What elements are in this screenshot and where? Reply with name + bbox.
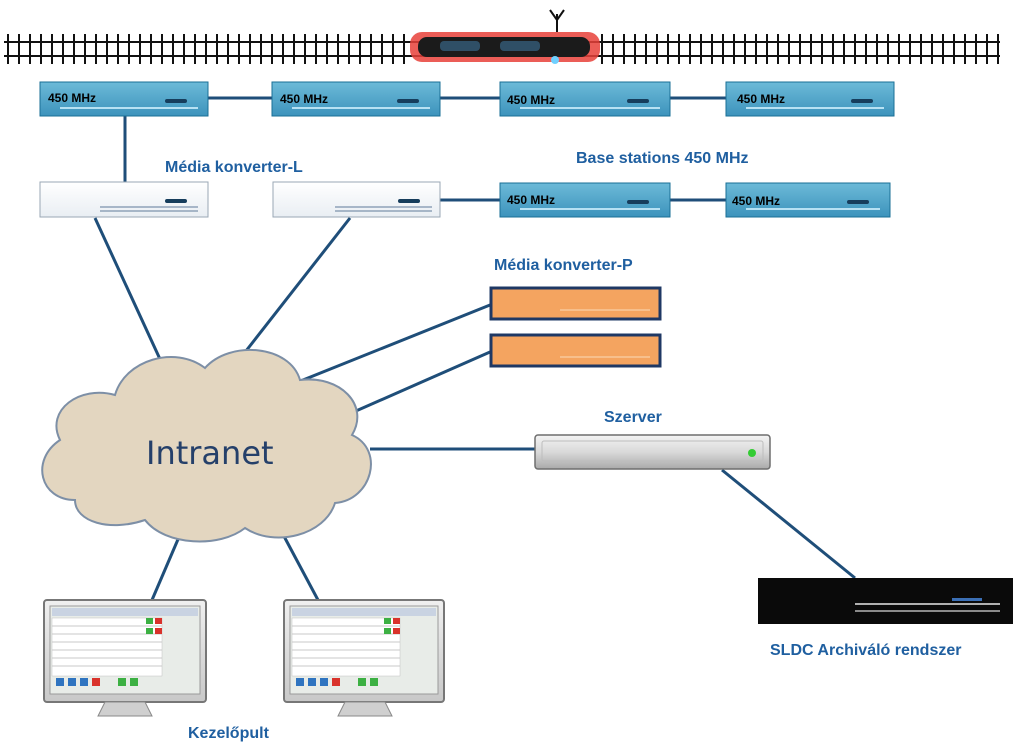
media-converter-l-label: Média konverter-L <box>165 159 303 176</box>
base-station-label: 450 MHz <box>507 93 556 107</box>
server-device <box>534 434 771 470</box>
base-station-label: 450 MHz <box>737 92 786 106</box>
console-label: Kezelőpult <box>188 725 269 742</box>
base-station-label: 450 MHz <box>280 92 329 106</box>
base-station-label: 450 MHz <box>507 193 556 207</box>
intranet-cloud <box>41 348 372 543</box>
base-station <box>725 182 891 218</box>
media-converter-p-label: Média konverter-P <box>494 257 633 274</box>
server-label: Szerver <box>604 409 662 426</box>
base-station-label: 450 MHz <box>732 194 781 208</box>
archive-device <box>758 578 1013 624</box>
console-monitor <box>283 599 445 717</box>
base-station <box>39 81 209 117</box>
base-station <box>499 182 671 218</box>
base-station <box>271 81 441 117</box>
base-stations-label: Base stations 450 MHz <box>576 150 749 167</box>
base-station-label: 450 MHz <box>48 91 97 105</box>
media-converter-p-device <box>489 333 662 368</box>
base-station <box>499 81 671 117</box>
railway-track <box>4 34 1000 64</box>
console-monitor <box>43 599 207 717</box>
media-converter-l-device <box>272 181 441 218</box>
intranet-label: Intranet <box>146 434 274 472</box>
train <box>410 9 600 64</box>
media-converter-p-device <box>489 286 662 321</box>
media-converter-l-device <box>39 181 209 218</box>
base-station <box>725 81 895 117</box>
archive-label: SLDC Archiváló rendszer <box>770 642 962 659</box>
